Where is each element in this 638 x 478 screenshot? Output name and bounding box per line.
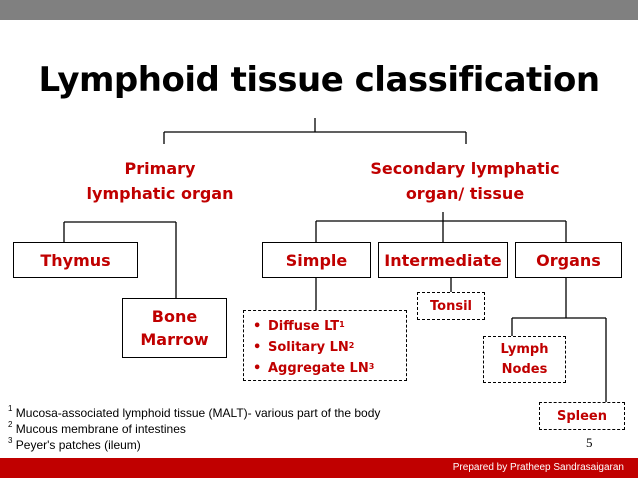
- bone-marrow-line2: Marrow: [140, 330, 209, 349]
- intermediate-box: Intermediate: [378, 242, 508, 278]
- simple-items-box: Diffuse LT1 Solitary LN2 Aggregate LN3: [243, 310, 407, 381]
- simple-items-list: Diffuse LT1 Solitary LN2 Aggregate LN3: [244, 316, 406, 379]
- primary-line2: lymphatic organ: [86, 184, 234, 203]
- secondary-line1: Secondary lymphatic: [370, 159, 560, 178]
- bone-marrow-box: Bone Marrow: [122, 298, 227, 358]
- slide-title: Lymphoid tissue classification: [38, 60, 600, 100]
- tonsil-box: Tonsil: [417, 292, 485, 320]
- organs-box: Organs: [515, 242, 622, 278]
- top-bar: [0, 0, 638, 20]
- primary-line1: Primary: [124, 159, 196, 178]
- footnote: 1 Mucosa-associated lymphoid tissue (MAL…: [8, 404, 381, 420]
- list-item: Diffuse LT1: [253, 316, 406, 337]
- list-item: Aggregate LN3: [253, 358, 406, 379]
- spleen-box: Spleen: [539, 402, 625, 430]
- lymph-nodes-line2: Nodes: [501, 361, 548, 377]
- secondary-lymphatic-label: Secondary lymphatic organ/ tissue: [355, 156, 575, 206]
- lymph-nodes-box: Lymph Nodes: [483, 336, 566, 383]
- lymph-nodes-line1: Lymph: [500, 341, 549, 357]
- page-number: 5: [586, 435, 593, 450]
- primary-lymphatic-organ-label: Primary lymphatic organ: [70, 156, 250, 206]
- footnote: 2 Mucous membrane of intestines: [8, 420, 186, 436]
- bone-marrow-line1: Bone: [151, 307, 198, 326]
- list-item: Solitary LN2: [253, 337, 406, 358]
- credit-text: Prepared by Pratheep Sandrasaigaran: [452, 462, 624, 473]
- secondary-line2: organ/ tissue: [405, 184, 525, 203]
- simple-box: Simple: [262, 242, 371, 278]
- thymus-box: Thymus: [13, 242, 138, 278]
- footnote: 3 Peyer's patches (ileum): [8, 436, 141, 452]
- bottom-bar: [0, 458, 638, 478]
